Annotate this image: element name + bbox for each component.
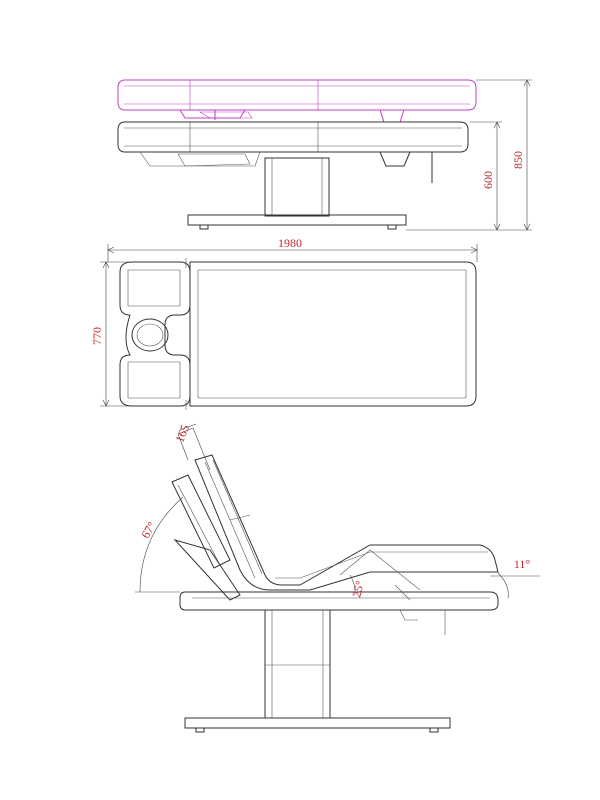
dimension-height: 850 600 [406,79,532,231]
max-height-label: 850 [511,151,525,169]
side-view-lowered [117,121,469,230]
width-label: 770 [90,327,104,345]
side-view-raised [117,79,477,123]
dimension-length-width: 1980 770 [90,236,478,407]
side-view-reclined [171,454,499,733]
seat-angle-label: 25° [349,579,367,599]
min-height-label: 600 [481,171,495,189]
headrest-offset-label: 165 [172,423,192,445]
backrest-angle-label: 67° [138,519,159,541]
length-label: 1980 [278,236,302,250]
plan-view [119,258,477,410]
leg-angle-label: 11° [514,557,531,571]
